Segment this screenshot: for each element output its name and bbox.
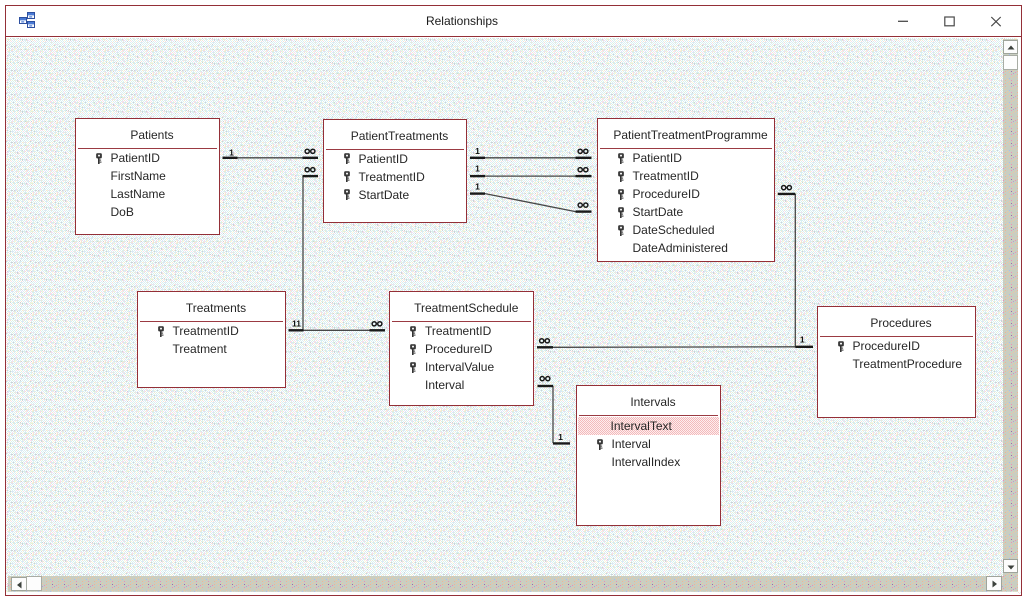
svg-text:1: 1 [800,334,805,344]
svg-text:1: 1 [558,432,563,442]
svg-text:1: 1 [475,145,480,155]
svg-text:1: 1 [475,163,480,173]
svg-text:1: 1 [229,147,234,157]
svg-text:1: 1 [475,181,480,191]
svg-text:11: 11 [292,318,301,328]
